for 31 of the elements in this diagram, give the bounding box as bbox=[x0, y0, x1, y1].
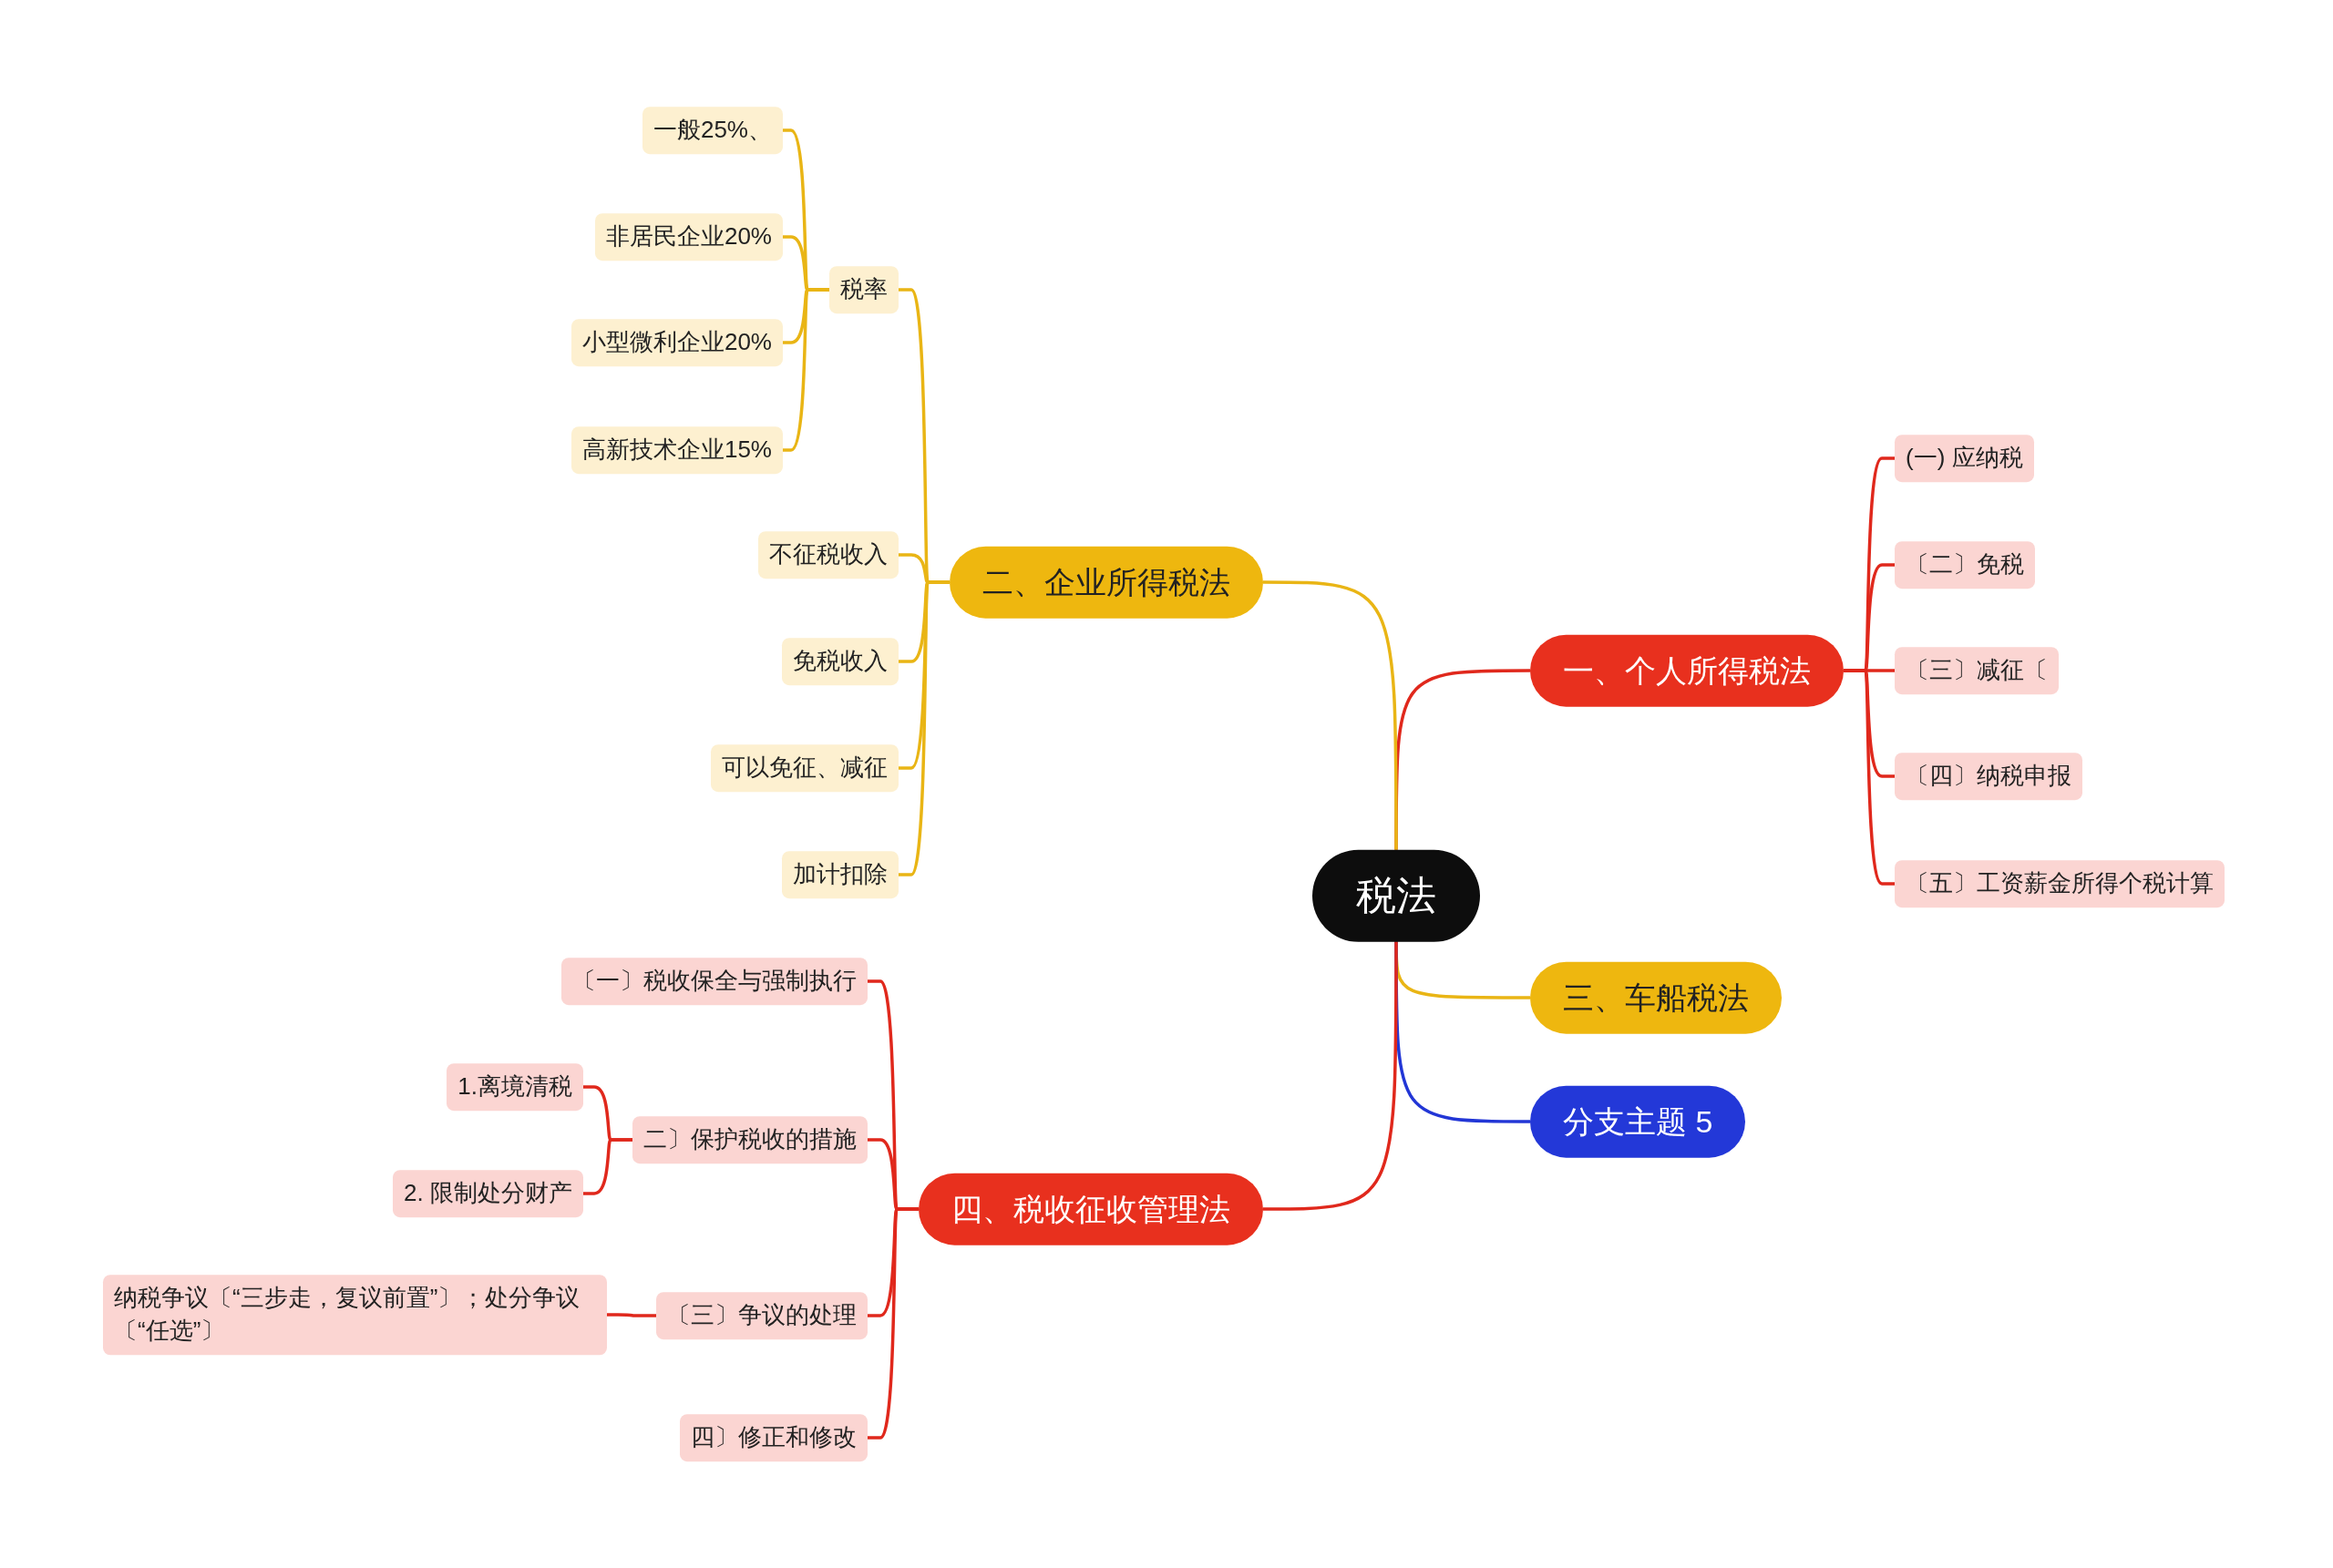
subtopic: 2. 限制处分财产 bbox=[393, 1170, 583, 1217]
central-topic: 税法 bbox=[1312, 849, 1480, 942]
branch-topic: 三、车船税法 bbox=[1530, 961, 1782, 1034]
connector-line bbox=[607, 1313, 656, 1317]
subtopic: 小型微利企业20% bbox=[570, 319, 783, 366]
subtopic: 非居民企业20% bbox=[594, 213, 783, 261]
subtopic: 可以免征、减征 bbox=[711, 744, 899, 792]
subtopic: 加计扣除 bbox=[782, 851, 899, 898]
branch-topic: 分支主题 5 bbox=[1530, 1085, 1746, 1158]
subtopic: 〔三〕争议的处理 bbox=[656, 1292, 868, 1339]
connector-line bbox=[783, 288, 829, 452]
subtopic: 免税收入 bbox=[782, 638, 899, 685]
subtopic: 1.离境清税 bbox=[447, 1063, 583, 1111]
connector-line bbox=[1263, 580, 1398, 850]
subtopic: 四〕修正和修改 bbox=[680, 1414, 868, 1461]
subtopic: 税率 bbox=[829, 266, 899, 313]
subtopic: 不征税收入 bbox=[758, 531, 899, 579]
branch-topic: 四、税收征收管理法 bbox=[919, 1173, 1263, 1245]
subtopic: 〔一〕税收保全与强制执行 bbox=[561, 958, 868, 1005]
subtopic: 纳税争议〔“三步走，复议前置”〕；处分争议〔“任选”〕 bbox=[103, 1275, 607, 1355]
branch-topic: 一、个人所得税法 bbox=[1530, 634, 1844, 707]
subtopic: 一般25%、 bbox=[642, 107, 783, 154]
subtopic: 高新技术企业15% bbox=[570, 426, 783, 474]
subtopic: 〔四〕纳税申报 bbox=[1895, 753, 2082, 800]
subtopic: (一) 应纳税 bbox=[1895, 435, 2034, 482]
connector-line bbox=[1263, 941, 1398, 1211]
subtopic: 〔五〕工资薪金所得个税计算 bbox=[1895, 860, 2225, 907]
subtopic: 〔三〕减征〔 bbox=[1895, 647, 2059, 694]
subtopic: 二〕保护税收的措施 bbox=[632, 1116, 868, 1163]
subtopic: 〔二〕免税 bbox=[1895, 541, 2035, 589]
branch-topic: 二、企业所得税法 bbox=[950, 546, 1263, 619]
